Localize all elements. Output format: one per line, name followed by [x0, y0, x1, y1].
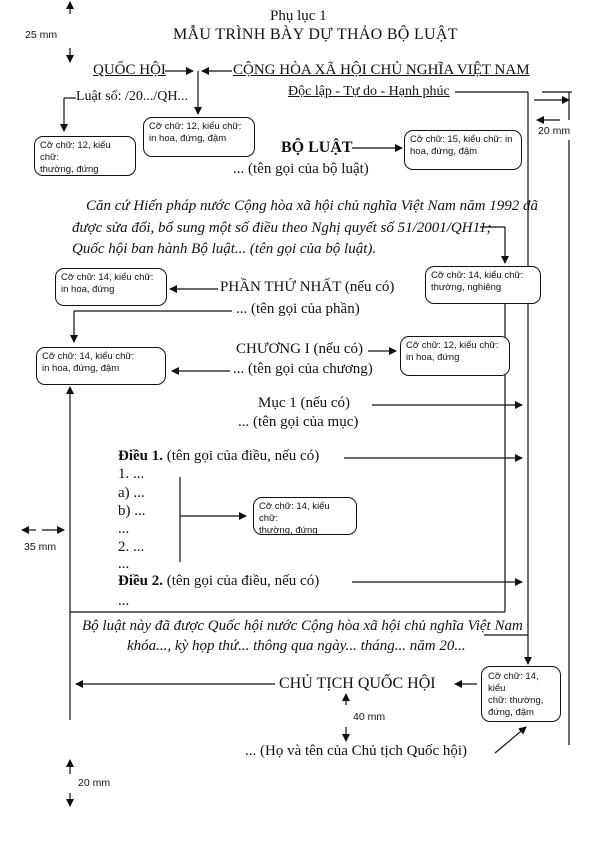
- measure-right: 20 mm: [538, 125, 571, 137]
- note-line: Cỡ chữ: 12, kiểu chữ:: [40, 140, 111, 163]
- note-line: in hoa, đứng: [406, 352, 460, 363]
- signer-name: ... (Họ và tên của Chủ tịch Quốc hội): [245, 743, 468, 759]
- note-box-part: Cỡ chữ: 14, kiểu chữ: in hoa, đứng: [55, 268, 167, 306]
- note-line: Cỡ chữ: 14, kiểu chữ:: [61, 272, 154, 283]
- note-line: thường, đứng: [259, 525, 318, 536]
- note-box-signer: Cỡ chữ: 14, kiểu chữ: thường, đứng, đậm: [481, 666, 561, 722]
- issuer-name: QUỐC HỘI: [93, 62, 166, 78]
- list-item: a) ...: [118, 485, 145, 501]
- note-line: in hoa, đứng, đậm: [149, 133, 227, 144]
- section-name: ... (tên gọi của mục): [238, 414, 359, 430]
- law-number: Luật số: /20.../QH...: [76, 89, 188, 104]
- signer-title: CHỦ TỊCH QUỐC HỘI: [279, 675, 436, 692]
- closing-line: Bộ luật này đã được Quốc hội nước Cộng h…: [82, 618, 523, 634]
- closing-line: khóa..., kỳ họp thứ... thông qua ngày...…: [127, 638, 466, 654]
- measure-top: 25 mm: [25, 29, 58, 41]
- note-line: Cỡ chữ: 12, kiểu chữ:: [406, 340, 499, 351]
- note-line: in hoa, đứng, đậm: [42, 363, 120, 374]
- chapter-title: CHƯƠNG I (nếu có): [236, 341, 364, 357]
- note-box-issuer: Cỡ chữ: 12, kiểu chữ: in hoa, đứng, đậm: [143, 117, 255, 157]
- article-1-name: (tên gọi của điều, nếu có): [163, 448, 320, 464]
- note-line: hoa, đứng, đậm: [410, 146, 478, 157]
- note-line: Cỡ chữ: 12, kiểu chữ:: [149, 121, 242, 132]
- preamble-line: Căn cứ Hiến pháp nước Cộng hòa xã hội ch…: [86, 198, 538, 214]
- measure-left: 35 mm: [24, 541, 57, 553]
- note-line: Cỡ chữ: 14, kiểu chữ:: [42, 351, 135, 362]
- section-title: Mục 1 (nếu có): [258, 395, 351, 411]
- national-slogan: Độc lập - Tự do - Hạnh phúc: [288, 84, 450, 99]
- note-line: đứng, đậm: [488, 707, 534, 718]
- part-title: PHẦN THỨ NHẤT (nếu có): [220, 279, 395, 295]
- note-line: Cỡ chữ: 14, kiểu: [488, 671, 539, 694]
- article-1-label: Điều 1.: [118, 448, 163, 464]
- law-type: BỘ LUẬT: [281, 139, 353, 156]
- article-1: Điều 1. (tên gọi của điều, nếu có): [118, 448, 319, 465]
- note-line: Cỡ chữ: 15, kiểu chữ: in: [410, 134, 513, 145]
- page-title: MẪU TRÌNH BÀY DỰ THẢO BỘ LUẬT: [173, 26, 458, 43]
- list-item: 1. ...: [118, 466, 145, 482]
- note-line: in hoa, đứng: [61, 284, 115, 295]
- appendix-label: Phụ lục 1: [270, 8, 327, 24]
- note-line: chữ: thường,: [488, 695, 544, 706]
- article-2-name: (tên gọi của điều, nếu có): [163, 573, 320, 589]
- note-box-law-type: Cỡ chữ: 15, kiểu chữ: in hoa, đứng, đậm: [404, 130, 522, 170]
- chapter-name: ... (tên gọi của chương): [233, 361, 373, 377]
- part-name: ... (tên gọi của phần): [236, 301, 360, 317]
- note-box-law-number: Cỡ chữ: 12, kiểu chữ: thường, đứng: [34, 136, 136, 176]
- measure-sign-gap: 40 mm: [353, 711, 386, 723]
- national-motto: CỘNG HÒA XÃ HỘI CHỦ NGHĨA VIỆT NAM: [233, 62, 530, 78]
- note-line: Cỡ chữ: 14, kiểu chữ:: [431, 270, 524, 281]
- list-item: 2. ...: [118, 539, 145, 555]
- list-item: ...: [118, 556, 130, 572]
- note-box-chapter-name: Cỡ chữ: 14, kiểu chữ: in hoa, đứng, đậm: [36, 347, 166, 385]
- note-box-items: Cỡ chữ: 14, kiểu chữ: thường, đứng: [253, 497, 357, 536]
- note-box-chapter: Cỡ chữ: 12, kiểu chữ: in hoa, đứng: [400, 336, 510, 376]
- law-name: ... (tên gọi của bộ luật): [233, 161, 369, 177]
- measure-bottom: 20 mm: [78, 777, 111, 789]
- list-item: ...: [118, 521, 130, 537]
- note-line: thường, nghiêng: [431, 282, 502, 293]
- article-2-more: ...: [118, 593, 130, 609]
- list-item: b) ...: [118, 503, 146, 519]
- note-line: thường, đứng: [40, 164, 99, 175]
- preamble-line: Quốc hội ban hành Bộ luật... (tên gọi củ…: [72, 241, 377, 257]
- note-box-preamble: Cỡ chữ: 14, kiểu chữ: thường, nghiêng: [425, 266, 541, 304]
- article-2: Điều 2. (tên gọi của điều, nếu có): [118, 573, 319, 590]
- note-line: Cỡ chữ: 14, kiểu chữ:: [259, 501, 330, 524]
- article-2-label: Điều 2.: [118, 573, 163, 589]
- preamble-line: được sửa đổi, bổ sung một số điều theo N…: [72, 220, 492, 236]
